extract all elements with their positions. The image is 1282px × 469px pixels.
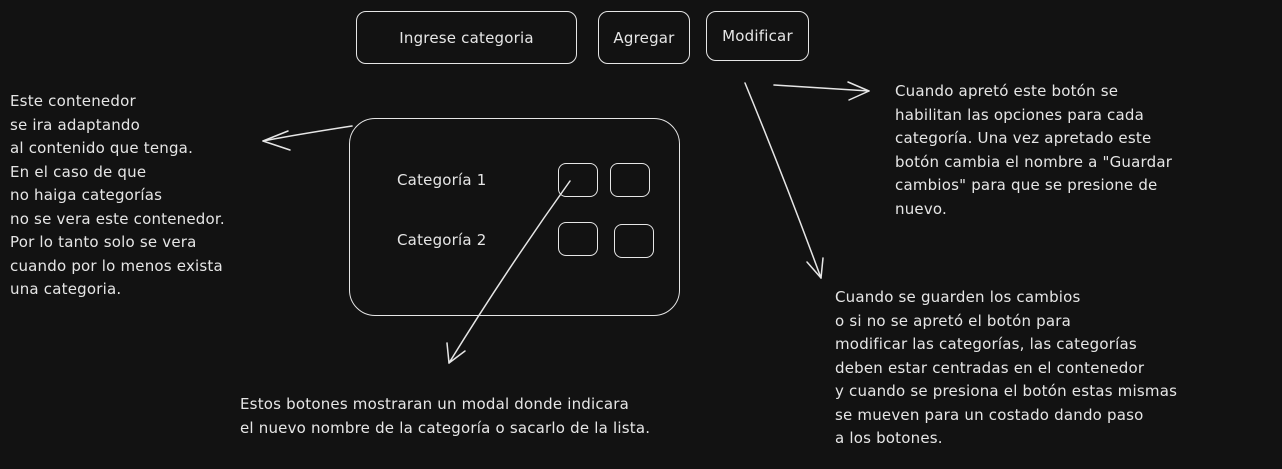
container-note-line: Por lo tanto solo se vera [10,233,197,251]
buttons-note-arrow-head [446,342,466,364]
modify-note-line: habilitan las opciones para cada [895,105,1145,124]
save-note-line: Cuando se guarden los cambios [835,288,1081,306]
container-arrow [262,125,353,142]
save-note-arrow-head [806,257,824,279]
add-button-label: Agregar [613,28,675,47]
categories-container [349,118,680,316]
modify-note-arrow-head [847,81,870,101]
modify-note: Cuando apretó este botón se habilitan las… [895,80,1172,221]
container-note-line: En el caso de que [10,162,147,181]
save-note-line: se mueven para un costado dando paso [835,405,1144,424]
modify-button[interactable]: Modificar [706,11,809,61]
save-note-line: y cuando se presiona el botón estas mism… [835,382,1178,400]
buttons-note: Estos botones mostraran un modal donde i… [240,393,650,440]
save-note: Cuando se guarden los cambios o si no se … [835,286,1177,451]
modify-note-line: Cuando apretó este botón se [895,82,1119,100]
container-note-line: una categoria. [10,280,122,298]
save-note-line: modificar las categorías, las categorías [835,335,1137,353]
container-note-line: se ira adaptando [10,115,141,134]
container-note-line: no haiga categorías [10,186,163,204]
container-arrow-head [262,130,291,151]
modify-note-line: nuevo. [895,199,948,218]
modify-note-arrow [773,84,870,92]
category-input-placeholder: Ingrese categoria [399,28,534,47]
container-note: Este contenedor se ira adaptando al conten… [10,90,225,302]
category-2-delete-button[interactable] [614,224,654,258]
modify-note-line: botón cambia el nombre a "Guardar [895,152,1173,171]
modify-note-line: categoría. Una vez apretado este [895,129,1152,147]
modify-button-label: Modificar [722,27,793,45]
container-note-line: Este contenedor [10,92,136,110]
buttons-note-line: el nuevo nombre de la categoría o sacarl… [240,418,651,437]
save-note-arrow [744,82,822,279]
category-1-label: Categoría 1 [397,171,487,189]
category-2-edit-button[interactable] [558,222,598,256]
save-note-line: deben estar centradas en el contenedor [835,358,1145,377]
save-note-line: o si no se apretó el botón para [835,311,1072,330]
modify-note-line: cambios" para que se presione de [895,176,1158,194]
save-note-line: a los botones. [835,429,943,447]
category-1-edit-button[interactable] [558,163,598,197]
category-input[interactable]: Ingrese categoria [356,11,577,64]
category-1-delete-button[interactable] [610,163,650,197]
container-note-line: cuando por lo menos exista [10,256,223,275]
buttons-note-line: Estos botones mostraran un modal donde i… [240,395,629,413]
add-button[interactable]: Agregar [598,11,690,64]
category-2-label: Categoría 2 [397,231,487,249]
container-note-line: no se vera este contenedor. [10,209,225,228]
container-note-line: al contenido que tenga. [10,139,194,157]
